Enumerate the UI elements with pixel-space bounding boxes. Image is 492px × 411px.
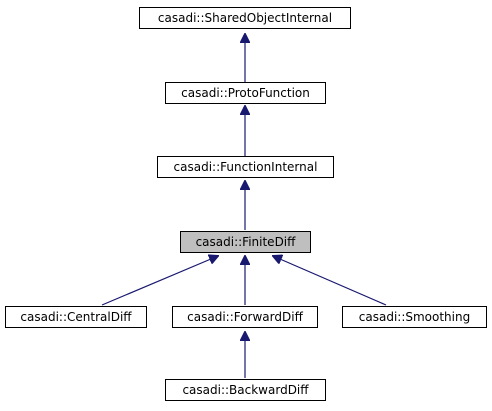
node-smoothing[interactable]: casadi::Smoothing [342, 306, 487, 328]
node-finite-diff[interactable]: casadi::FiniteDiff [180, 231, 311, 253]
node-proto-function[interactable]: casadi::ProtoFunction [165, 82, 326, 104]
node-backward-diff[interactable]: casadi::BackwardDiff [165, 379, 326, 401]
node-shared-object-internal[interactable]: casadi::SharedObjectInternal [139, 7, 351, 29]
node-function-internal[interactable]: casadi::FunctionInternal [157, 156, 334, 178]
edge-centraldiff-to-finitediff [101, 256, 218, 306]
node-central-diff[interactable]: casadi::CentralDiff [5, 306, 147, 328]
node-forward-diff[interactable]: casadi::ForwardDiff [172, 306, 318, 328]
edge-smoothing-to-finitediff [273, 256, 387, 306]
